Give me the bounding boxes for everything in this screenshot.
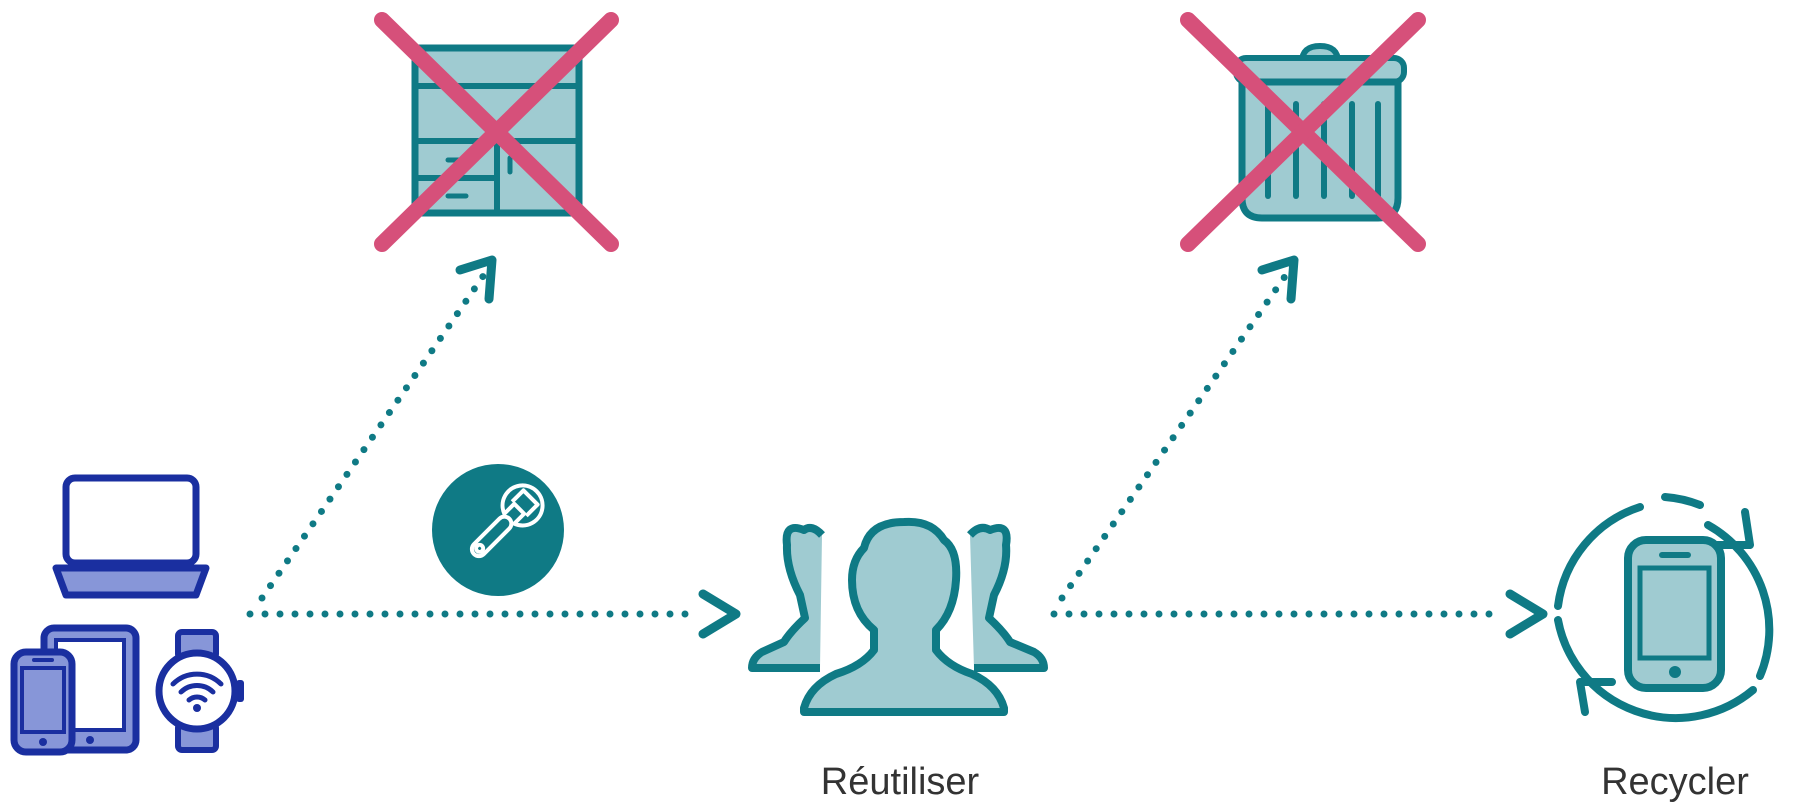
recycle-label: Recycler — [1601, 761, 1749, 803]
users-group-icon — [748, 517, 1048, 716]
phone-icon — [10, 648, 76, 756]
smartwatch-icon — [155, 629, 244, 753]
trash-cross-icon — [1180, 12, 1426, 252]
arrow-devices-to-users — [246, 589, 741, 639]
trash-can-icon — [1233, 42, 1407, 222]
arrow-users-to-recycle — [1050, 589, 1548, 639]
devices-group — [10, 474, 244, 756]
arrow-users-to-trash — [1058, 255, 1299, 602]
reuse-label: Réutiliser — [821, 761, 980, 803]
laptop-icon — [52, 474, 210, 599]
arrow-devices-to-storage — [258, 255, 497, 602]
recycle-phone-icon — [1554, 493, 1774, 722]
storage-cross-icon — [374, 12, 619, 252]
wrench-icon — [432, 464, 564, 596]
